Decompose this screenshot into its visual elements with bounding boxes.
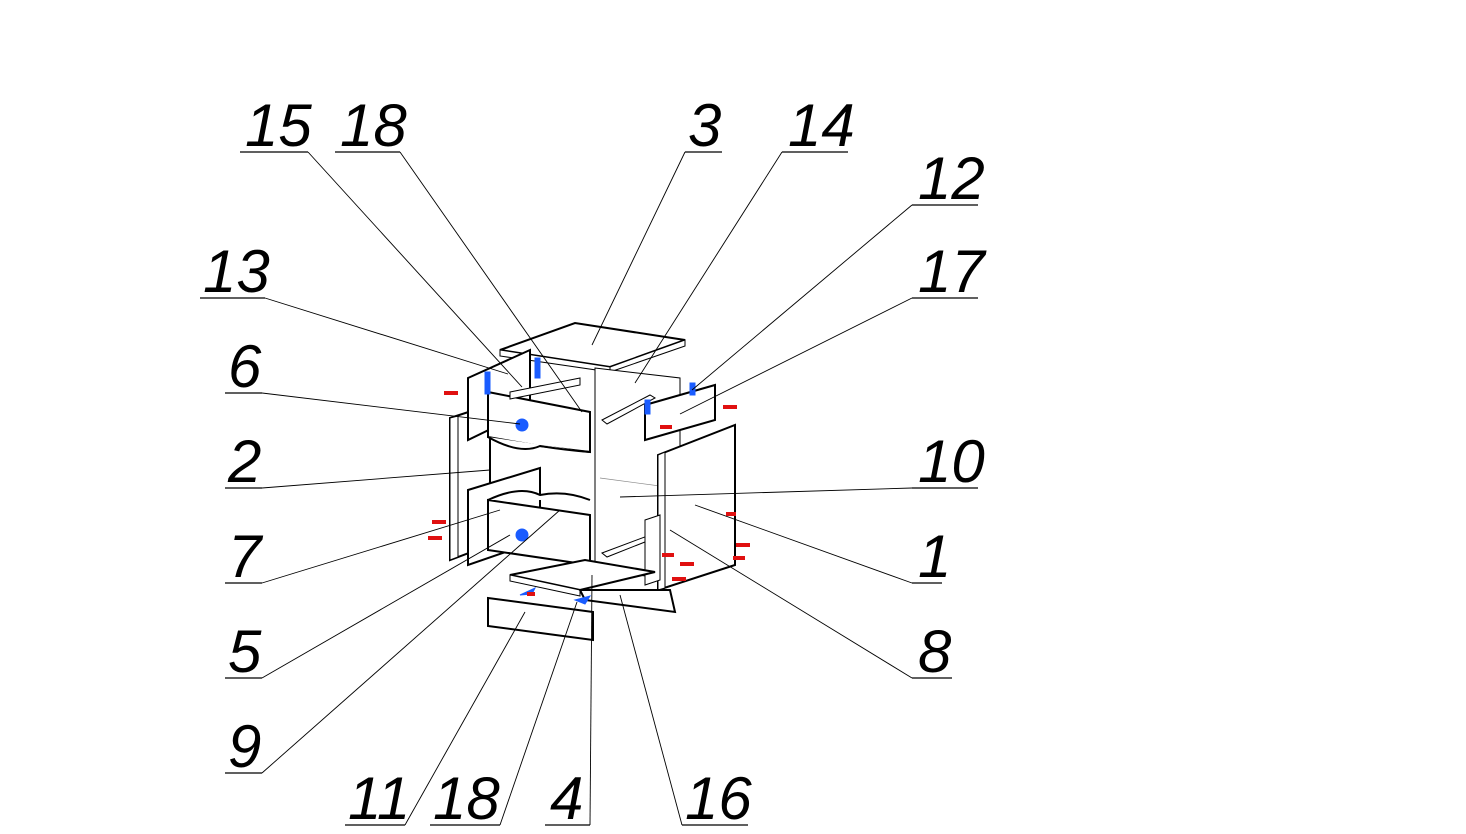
callout-label: 18 bbox=[340, 92, 407, 159]
callout-4: 4 bbox=[545, 574, 593, 832]
callout-9: 9 bbox=[225, 509, 561, 780]
callout-label: 16 bbox=[685, 765, 752, 832]
callout-label: 1 bbox=[918, 523, 951, 590]
callout-label: 3 bbox=[688, 92, 721, 159]
callout-8: 8 bbox=[669, 529, 952, 685]
callout-18-top: 18 bbox=[335, 92, 583, 413]
callout-label: 6 bbox=[228, 333, 262, 400]
callout-label: 17 bbox=[918, 238, 987, 305]
callout-label: 5 bbox=[228, 618, 262, 685]
callout-label: 14 bbox=[788, 92, 855, 159]
part-plinth-front bbox=[487, 596, 594, 642]
hardware-red bbox=[428, 391, 750, 596]
callout-13: 13 bbox=[200, 238, 509, 375]
callout-label: 12 bbox=[918, 145, 985, 212]
callout-label: 8 bbox=[918, 618, 952, 685]
part-plinth-back bbox=[578, 589, 677, 614]
callout-label: 10 bbox=[918, 428, 985, 495]
callout-label: 4 bbox=[550, 765, 583, 832]
callout-5: 5 bbox=[225, 534, 511, 685]
cabinet-drawing bbox=[428, 321, 750, 642]
callout-label: 9 bbox=[228, 713, 261, 780]
callout-2: 2 bbox=[225, 428, 491, 495]
callout-14: 14 bbox=[634, 92, 855, 384]
callout-label: 7 bbox=[228, 523, 264, 590]
callout-6: 6 bbox=[225, 333, 521, 425]
callout-7: 7 bbox=[225, 509, 501, 590]
part-right-side bbox=[657, 423, 736, 592]
callout-10: 10 bbox=[619, 428, 985, 498]
callout-12: 12 bbox=[691, 145, 985, 391]
callout-18-bottom: 18 bbox=[430, 601, 578, 832]
callout-label: 13 bbox=[203, 238, 270, 305]
callout-label: 15 bbox=[245, 92, 312, 159]
callout-1: 1 bbox=[694, 504, 951, 590]
callout-17: 17 bbox=[679, 238, 987, 415]
part-lower-drawer-front bbox=[487, 498, 591, 567]
callout-3: 3 bbox=[591, 92, 722, 346]
callout-label: 18 bbox=[433, 765, 500, 832]
callout-16: 16 bbox=[619, 594, 752, 832]
callout-label: 11 bbox=[348, 765, 410, 832]
callout-label: 2 bbox=[227, 428, 261, 495]
callout-15: 15 bbox=[240, 92, 523, 388]
callout-11: 11 bbox=[345, 611, 526, 832]
